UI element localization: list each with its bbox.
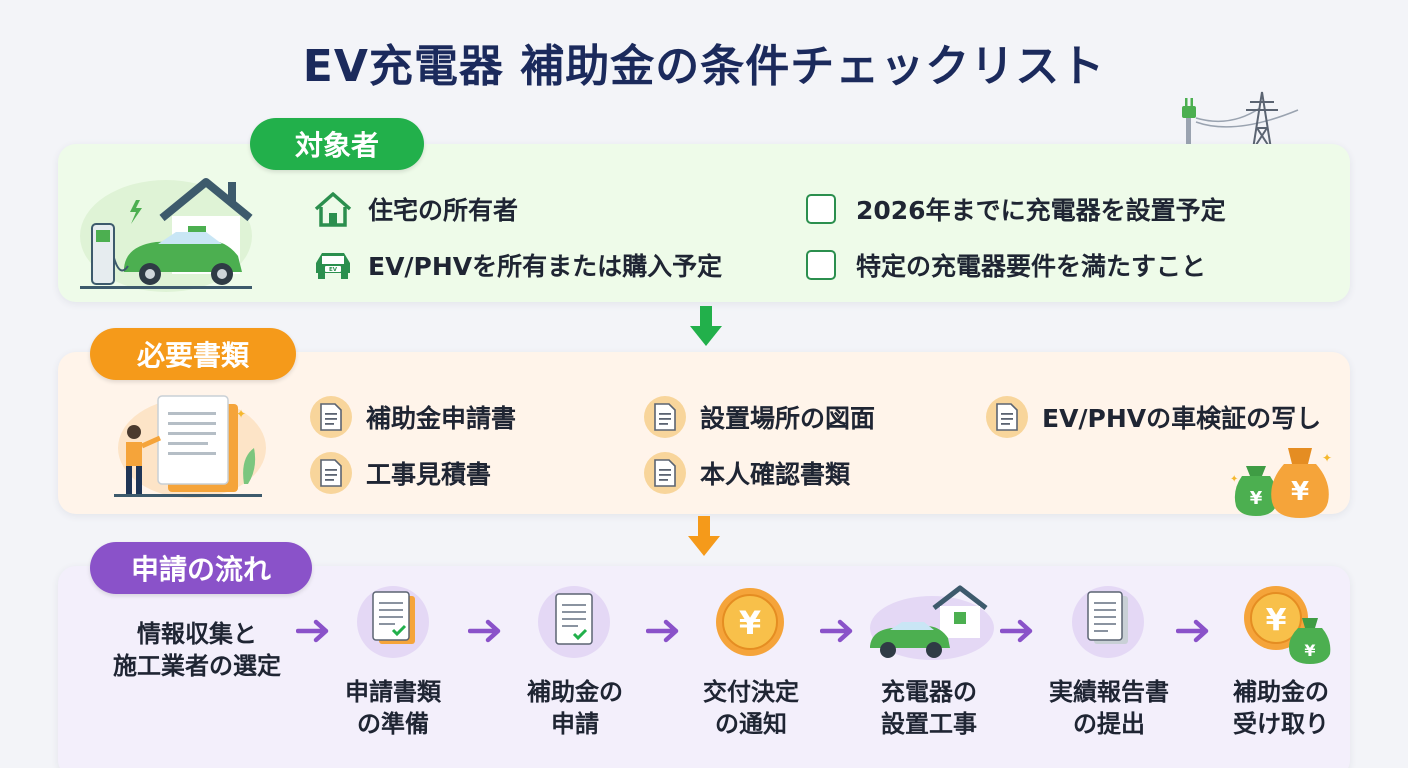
house-icon <box>312 188 354 230</box>
checkbox-icon <box>800 188 842 230</box>
flow-arrow-icon <box>820 619 853 643</box>
document-item-application-form: 補助金申請書 <box>310 396 516 438</box>
flow-step-installation: 充電器の 設置工事 <box>881 678 977 738</box>
yen-coin-money-bag-icon: ¥ ¥ <box>1244 586 1331 664</box>
flow-arrow-icon <box>468 619 501 643</box>
flow-step-receive-subsidy: 補助金の 受け取り <box>1233 678 1329 738</box>
money-bag-icon: ¥ ¥ ✦ ✦ <box>1230 448 1332 518</box>
eligibility-item-ev-owner: EV EV/PHVを所有または購入予定 <box>312 244 722 286</box>
checkbox-icon <box>800 244 842 286</box>
document-check-icon <box>357 586 429 658</box>
documents-illustration: ✦ <box>114 395 266 498</box>
document-icon <box>310 452 352 494</box>
eligibility-item-homeowner: 住宅の所有者 <box>312 188 518 230</box>
svg-text:¥: ¥ <box>1250 488 1263 509</box>
eligibility-item-charger-requirements: 特定の充電器要件を満たすこと <box>800 244 1206 286</box>
yen-coin-icon: ¥ <box>716 588 784 656</box>
eligibility-item-install-2026: 2026年までに充電器を設置予定 <box>800 188 1226 230</box>
ev-house-icon <box>870 585 994 660</box>
document-item-vehicle-inspection-copy: EV/PHVの車検証の写し <box>986 396 1321 438</box>
application-flow-label: 申請の流れ <box>90 542 312 594</box>
svg-text:EV: EV <box>329 267 338 273</box>
document-icon <box>310 396 352 438</box>
application-form-icon <box>538 586 610 658</box>
flow-step-research: 情報収集と 施工業者の選定 <box>113 620 281 680</box>
flow-arrow-icon <box>296 619 329 643</box>
flow-step-prepare-documents: 申請書類 の準備 <box>345 678 441 738</box>
ev-car-icon: EV <box>312 244 354 286</box>
svg-text:¥: ¥ <box>1266 603 1287 638</box>
eligibility-label: 対象者 <box>250 118 424 170</box>
arrow-down-icon <box>688 516 720 556</box>
svg-text:✦: ✦ <box>1322 451 1332 465</box>
svg-text:¥: ¥ <box>1291 477 1309 507</box>
documents-label: 必要書類 <box>90 328 296 380</box>
svg-text:¥: ¥ <box>1304 641 1315 660</box>
flow-arrow-icon <box>1000 619 1033 643</box>
ev-charging-house-illustration <box>80 178 253 292</box>
document-icon <box>644 452 686 494</box>
page-title: EV充電器 補助金の条件チェックリスト <box>302 41 1106 92</box>
arrow-down-icon <box>690 306 722 346</box>
svg-text:✦: ✦ <box>1230 474 1238 485</box>
document-icon <box>986 396 1028 438</box>
flow-step-apply: 補助金の 申請 <box>527 678 623 738</box>
flow-step-submit-report: 実績報告書 の提出 <box>1049 678 1169 738</box>
document-icon <box>644 396 686 438</box>
document-item-site-drawing: 設置場所の図面 <box>644 396 875 438</box>
document-item-estimate: 工事見積書 <box>310 452 491 494</box>
flow-arrow-icon <box>646 619 679 643</box>
report-document-icon <box>1072 586 1144 658</box>
document-item-id-documents: 本人確認書類 <box>644 452 850 494</box>
svg-text:✦: ✦ <box>236 407 246 421</box>
eligibility-panel <box>58 144 1350 302</box>
flow-step-grant-decision: 交付決定 の通知 <box>703 678 799 738</box>
svg-text:¥: ¥ <box>739 604 761 642</box>
flow-arrow-icon <box>1176 619 1209 643</box>
